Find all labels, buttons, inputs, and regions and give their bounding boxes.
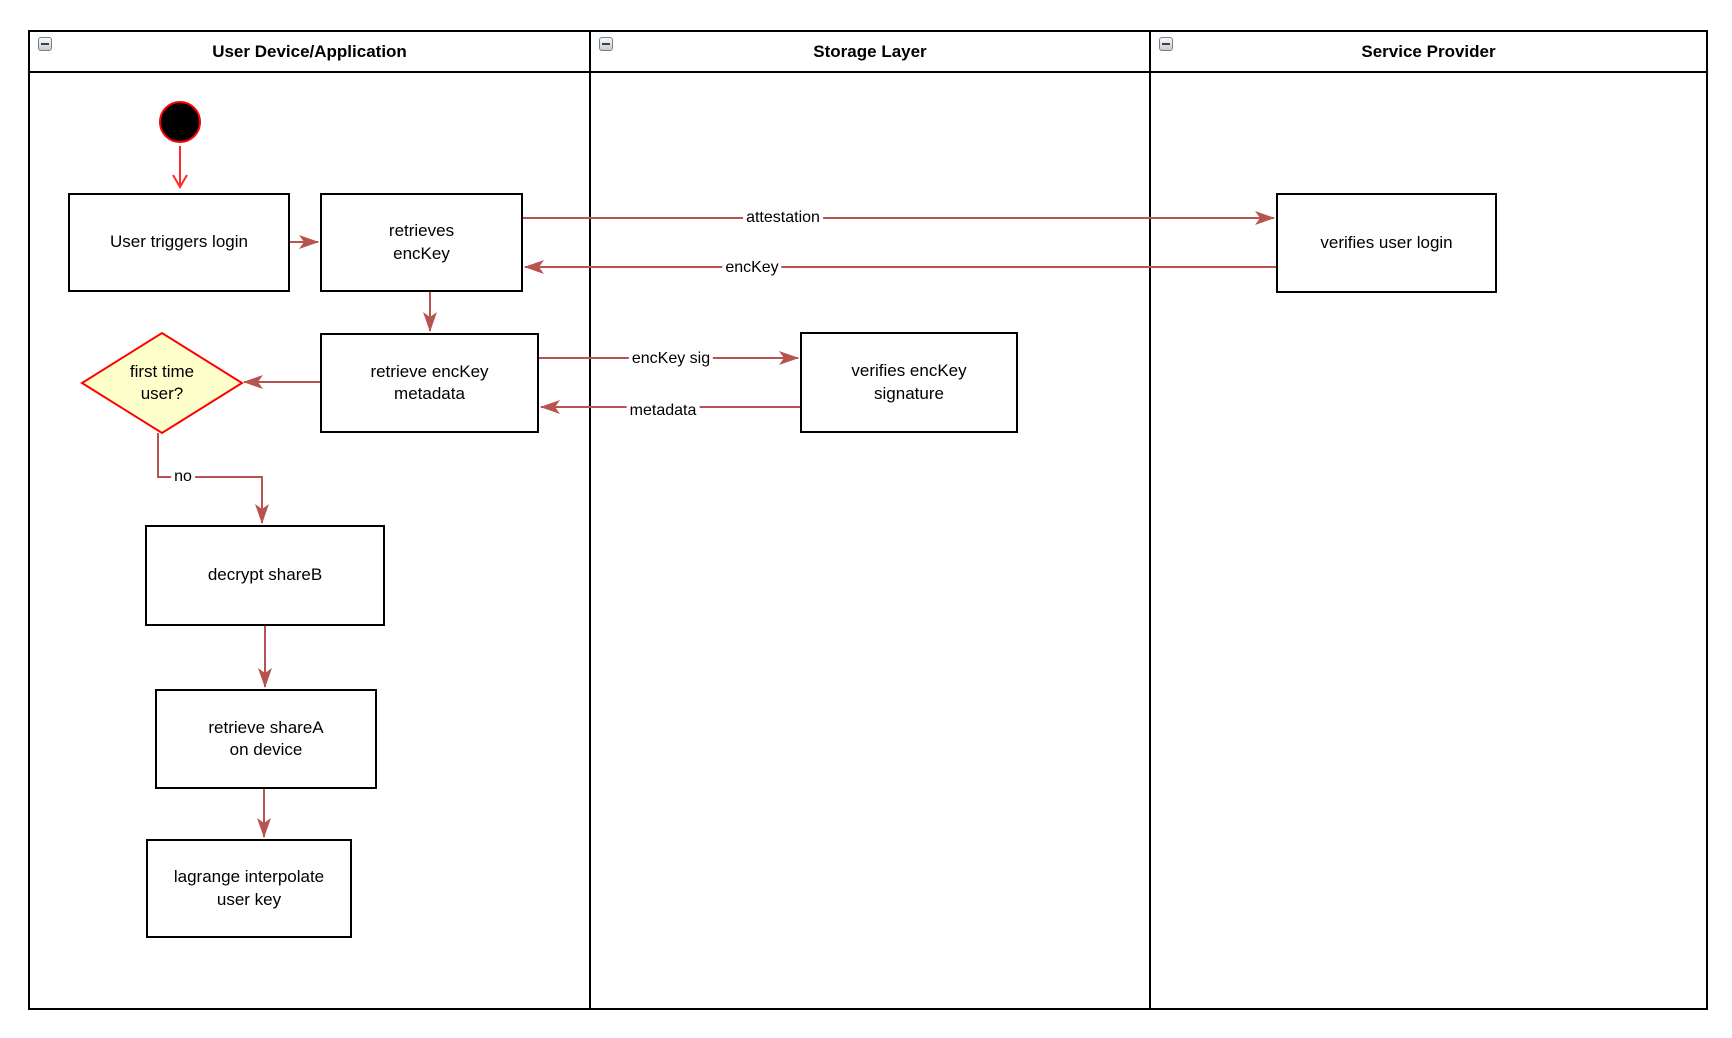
node-lagrange-interpolate[interactable]: lagrange interpolate user key xyxy=(146,839,352,938)
lane-header-user-device[interactable]: User Device/Application xyxy=(30,32,589,71)
node-retrieve-enckey-metadata[interactable]: retrieve encKey metadata xyxy=(320,333,539,433)
edge-label-enckey-sig: encKey sig xyxy=(628,350,714,368)
edge-label-attestation: attestation xyxy=(743,209,823,227)
node-label: retrieve encKey metadata xyxy=(370,361,489,403)
initial-node[interactable] xyxy=(159,101,201,143)
node-user-triggers-login[interactable]: User triggers login xyxy=(68,193,290,292)
edge-label-no: no xyxy=(171,468,195,486)
lane-title: User Device/Application xyxy=(212,41,407,61)
edge-label-metadata: metadata xyxy=(626,402,700,420)
lane-title: Service Provider xyxy=(1361,41,1496,61)
node-label: lagrange interpolate user key xyxy=(173,867,325,909)
edge-label-enckey: encKey xyxy=(722,259,782,277)
lane-divider-1 xyxy=(589,30,591,1010)
node-label: first time user? xyxy=(129,361,195,403)
node-label: User triggers login xyxy=(110,232,248,252)
node-first-time-user-decision[interactable]: first time user? xyxy=(82,333,242,433)
node-label: verifies encKey signature xyxy=(851,361,967,403)
collapse-icon[interactable] xyxy=(38,37,52,51)
node-retrieves-enckey[interactable]: retrieves encKey xyxy=(320,193,523,292)
lane-header-storage-layer[interactable]: Storage Layer xyxy=(591,32,1149,71)
node-verifies-user-login[interactable]: verifies user login xyxy=(1276,193,1497,293)
node-decrypt-shareb[interactable]: decrypt shareB xyxy=(145,525,385,626)
lane-title: Storage Layer xyxy=(813,41,927,61)
node-retrieve-sharea[interactable]: retrieve shareA on device xyxy=(155,689,377,789)
node-label: retrieve shareA on device xyxy=(208,717,324,759)
node-label: verifies user login xyxy=(1320,232,1453,252)
lane-header-separator xyxy=(28,71,1708,73)
collapse-icon[interactable] xyxy=(1159,37,1173,51)
lane-header-service-provider[interactable]: Service Provider xyxy=(1151,32,1706,71)
node-label: decrypt shareB xyxy=(207,565,323,585)
swimlane-pool xyxy=(28,30,1708,1010)
node-label: retrieves encKey xyxy=(388,221,455,263)
lane-divider-2 xyxy=(1149,30,1151,1010)
collapse-icon[interactable] xyxy=(599,37,613,51)
node-verifies-enckey-signature[interactable]: verifies encKey signature xyxy=(800,332,1018,433)
